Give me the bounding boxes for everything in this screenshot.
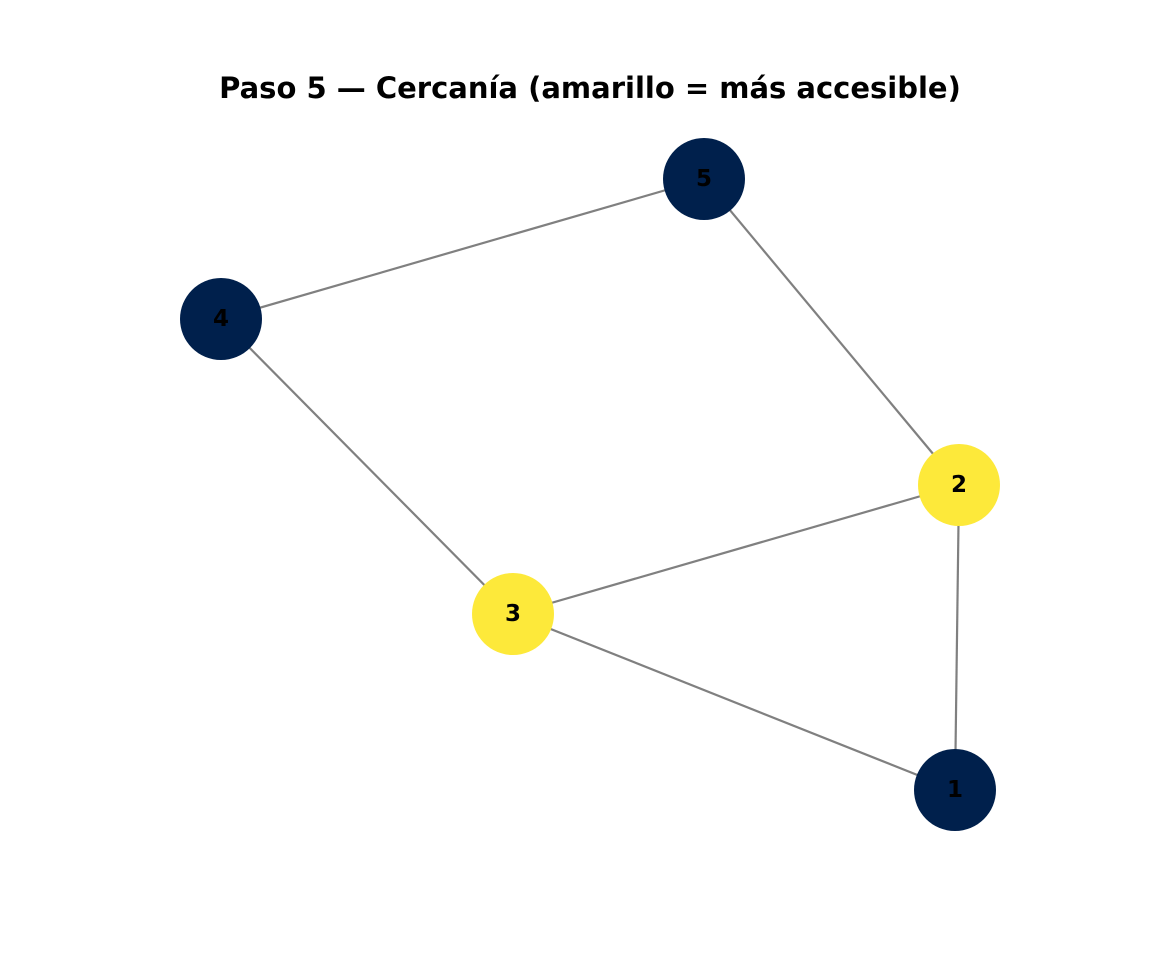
edge-3-2 [512,483,960,616]
node-4: 4 [180,278,262,360]
node-label-5: 5 [696,166,712,192]
nodes-layer: 1 2 3 4 5 [180,138,1000,831]
node-circle-2 [918,444,1000,526]
edge-2-1 [953,484,961,791]
edges-layer [220,177,961,792]
node-1: 1 [914,749,996,831]
node-label-3: 3 [505,601,521,627]
edge-3-1 [512,612,956,792]
node-circle-4 [180,278,262,360]
edge-4-3 [220,318,514,615]
node-circle-5 [663,138,745,220]
node-circle-3 [472,573,554,655]
edge-4-5 [220,177,705,321]
node-label-1: 1 [947,777,963,803]
node-2: 2 [918,444,1000,526]
node-5: 5 [663,138,745,220]
node-label-2: 2 [951,472,967,498]
node-3: 3 [472,573,554,655]
edge-5-2 [703,178,960,486]
node-label-4: 4 [213,306,229,332]
diagram-title: Paso 5 — Cercanía (amarillo = más accesi… [219,71,961,105]
node-circle-1 [914,749,996,831]
